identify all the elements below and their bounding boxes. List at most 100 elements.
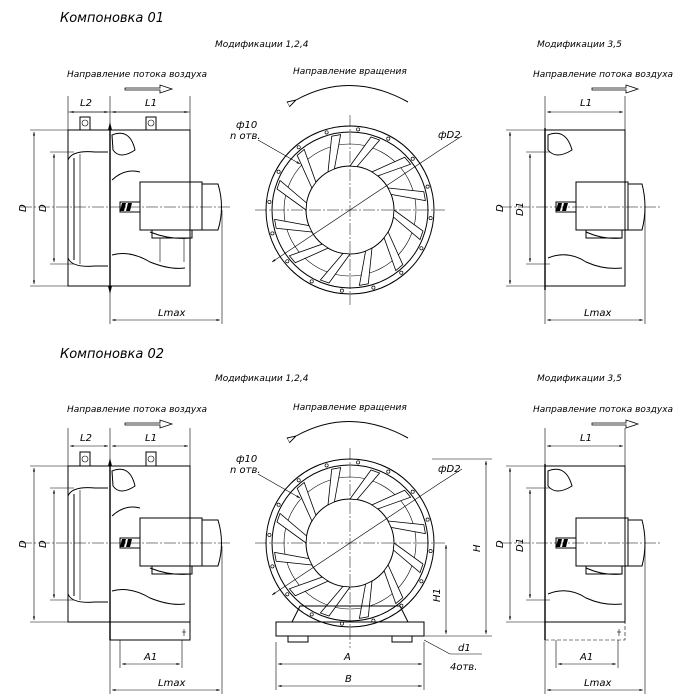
dim-L1-02: L1: [145, 433, 157, 444]
impeller-blade: [274, 551, 313, 566]
flange-hole: [324, 463, 329, 468]
impeller-blade: [383, 564, 404, 605]
impeller-blade: [387, 520, 426, 535]
impeller-blade: [296, 148, 317, 189]
impeller-blade: [358, 247, 373, 286]
flange-hole: [309, 612, 314, 617]
dim-D-inner-02: D: [38, 540, 49, 548]
dim-n-holes-01: n отв.: [230, 131, 261, 142]
layout-01-mod-left: Модификации 1,2,4: [215, 40, 309, 50]
layout-01: Компоновка 01 Модификации 1,2,4 Модифика…: [18, 11, 673, 324]
impeller-blade: [288, 243, 329, 264]
rotation-arrow-01: [296, 85, 409, 102]
dim-phi10-01: ф10: [236, 120, 257, 131]
flange-hole: [410, 156, 415, 161]
dim-d1-02: d1: [458, 643, 471, 654]
dim-D-right-02: D: [495, 540, 506, 548]
flange-hole: [309, 279, 314, 284]
side-view-left-02: Направление потока воздуха L2 L1: [18, 405, 232, 694]
side-view-right-01: Направление потока воздуха L1 D: [495, 70, 673, 324]
dim-D-right-01: D: [495, 204, 506, 212]
flange-hole: [285, 592, 290, 597]
impeller-blade: [383, 231, 404, 272]
impeller-blade: [296, 481, 317, 522]
rotation-label-02: Направление вращения: [293, 403, 407, 413]
flange-hole: [285, 259, 290, 264]
flange-hole: [419, 579, 424, 584]
impeller-blade: [392, 542, 424, 574]
impeller-blade: [371, 489, 412, 510]
flow-label-right-02: Направление потока воздуха: [533, 405, 673, 415]
flange-hole: [356, 460, 361, 465]
dim-L2-01: L2: [80, 98, 92, 109]
impeller-blade: [392, 209, 424, 241]
flange-hole: [276, 169, 281, 174]
dim-L1-right-01: L1: [580, 98, 592, 109]
impeller-blade: [276, 179, 308, 211]
dim-D-outer-01: D: [18, 204, 29, 212]
flange-hole: [419, 246, 424, 251]
impeller-blade: [319, 585, 351, 617]
dim-D-inner-01: D: [38, 204, 49, 212]
flange-hole: [276, 502, 281, 507]
flange-hole: [356, 127, 361, 132]
flange-hole: [267, 199, 272, 204]
flow-arrow-left-02: [124, 419, 174, 429]
flow-label-right-01: Направление потока воздуха: [533, 70, 673, 80]
rotation-arrow-02: [296, 421, 409, 438]
flange-hole: [371, 285, 376, 290]
flow-label-left-02: Направление потока воздуха: [67, 405, 207, 415]
impeller-blade: [288, 576, 329, 597]
flange-hole: [425, 517, 430, 522]
dim-phiD2-02: фD2: [438, 464, 461, 475]
flange-hole: [270, 564, 275, 569]
dim-phi10-02: ф10: [236, 454, 257, 465]
dim-D-outer-02: D: [18, 540, 29, 548]
impeller-blade: [371, 156, 412, 177]
dim-4holes-02: 4отв.: [450, 662, 477, 673]
impeller-blade: [276, 512, 308, 544]
flange-hole: [296, 478, 301, 483]
flange-hole: [399, 270, 404, 275]
impeller-blade: [327, 134, 342, 173]
flow-arrow-left-01: [124, 84, 174, 94]
flange-hole: [386, 469, 391, 474]
layout-02: Компоновка 02 Модификации 1,2,4 Модифика…: [18, 347, 673, 694]
dim-L1-right-02: L1: [580, 433, 592, 444]
flange-hole: [410, 489, 415, 494]
flange-hole: [296, 145, 301, 150]
flange-hole: [267, 532, 272, 537]
impeller-blade: [349, 469, 381, 501]
impeller-blade: [327, 467, 342, 506]
impeller-blade: [349, 136, 381, 168]
impeller-blade: [274, 218, 313, 233]
flange-hole: [428, 549, 433, 554]
flange-hole: [324, 130, 329, 135]
flange-hole: [270, 231, 275, 236]
dim-Lmax-right-01: Lmax: [584, 308, 611, 319]
front-view-02: Направление вращения фD2 ф10 n отв.: [230, 403, 492, 690]
front-view-01: Направление вращения фD2 ф10 n отв.: [230, 67, 463, 305]
side-view-right-02: Направление потока воздуха L1: [495, 405, 673, 694]
rotation-label-01: Направление вращения: [293, 67, 407, 77]
layout-01-title: Компоновка 01: [60, 11, 164, 26]
layout-01-mod-right: Модификации 3,5: [537, 40, 622, 50]
impeller-blade: [319, 252, 351, 284]
dim-A-02: A: [343, 652, 351, 663]
layout-02-mod-left: Модификации 1,2,4: [215, 374, 309, 384]
dim-D1-right-02: D1: [515, 538, 526, 552]
dim-L2-02: L2: [80, 433, 92, 444]
flange-hole: [339, 288, 344, 293]
side-view-left-01: Направление потока воздуха L2 L1: [18, 70, 232, 324]
dim-Lmax-left-01: Lmax: [158, 308, 185, 319]
dim-L1-01: L1: [145, 98, 157, 109]
flange-hole: [386, 136, 391, 141]
flow-arrow-right-02: [591, 419, 640, 429]
impeller-blade: [387, 187, 426, 202]
dim-H-02: H: [472, 544, 483, 552]
impeller-blade: [358, 580, 373, 619]
flange-hole: [428, 216, 433, 221]
flow-arrow-right-01: [591, 84, 640, 94]
layout-02-title: Компоновка 02: [60, 347, 164, 362]
